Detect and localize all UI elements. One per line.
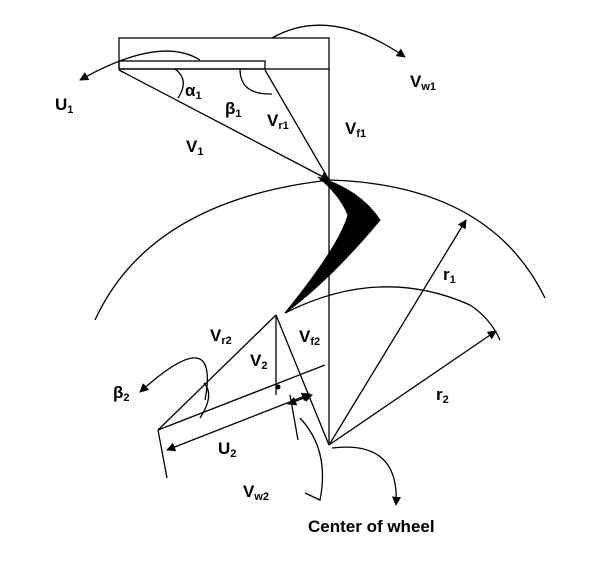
r1-radius	[328, 219, 467, 446]
alpha1-arc	[174, 68, 184, 99]
v1-label: V1	[186, 137, 204, 158]
u1-label: U1	[55, 95, 74, 116]
r1-label: r1	[443, 265, 456, 286]
vf2-label: Vf2	[299, 327, 321, 348]
outlet-point	[275, 384, 281, 390]
vr1-vector	[264, 69, 330, 181]
vf1-label: Vf1	[345, 119, 367, 140]
center-of-wheel-label: Center of wheel	[308, 517, 435, 536]
r2-label: r2	[436, 385, 449, 406]
v1-vector	[118, 69, 330, 181]
v2-label: V2	[250, 351, 268, 372]
r2-radius	[328, 330, 497, 446]
alpha1-label: α1	[185, 81, 202, 102]
vw1-pointer	[271, 24, 406, 58]
beta2-pointer	[139, 357, 209, 401]
v2-vector	[275, 314, 330, 446]
beta1-label: β1	[225, 99, 242, 120]
u1-pointer	[79, 50, 201, 81]
vw2-dim-line	[287, 393, 313, 406]
beta2-label: β2	[113, 383, 130, 404]
vw2-pointer	[299, 417, 324, 501]
dim-tick-left	[157, 429, 168, 479]
center-pointer	[331, 446, 402, 506]
u2-label: U2	[218, 439, 237, 460]
outer-wheel-arc	[94, 179, 546, 321]
inlet-blade-rect	[118, 60, 266, 70]
vw2-label: Vw2	[243, 482, 270, 503]
beta2-arc	[199, 382, 210, 419]
runner-blade	[284, 176, 381, 314]
vw1-rect	[118, 37, 330, 70]
vr1-label: Vr1	[267, 111, 289, 132]
vr2-label: Vr2	[210, 326, 232, 347]
u2-dim-line	[166, 392, 311, 452]
vw1-label: Vw1	[410, 72, 437, 93]
beta1-arc	[239, 68, 273, 95]
